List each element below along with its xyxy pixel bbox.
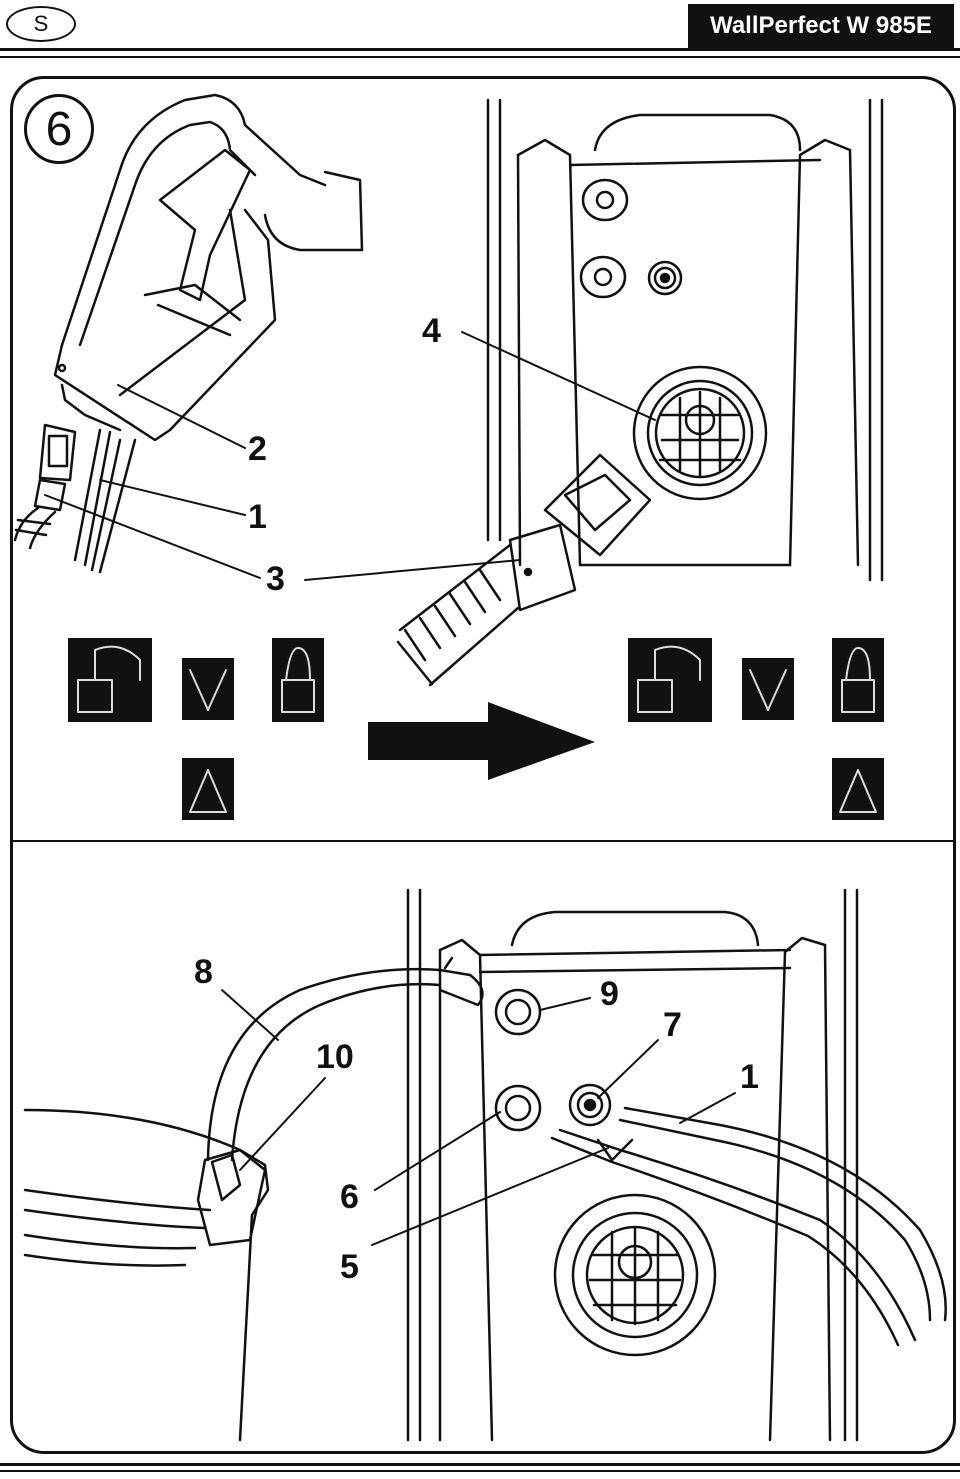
product-title: WallPerfect W 985E bbox=[688, 4, 954, 48]
footer-rule-thin bbox=[0, 1470, 960, 1472]
callout-1: 1 bbox=[248, 498, 267, 536]
spray-gun-drawing bbox=[13, 93, 364, 574]
callout-6: 6 bbox=[340, 1178, 359, 1216]
lock-icons-left bbox=[68, 638, 324, 820]
machine-top-drawing bbox=[486, 98, 884, 582]
callout-2: 2 bbox=[248, 430, 267, 468]
language-badge: S bbox=[6, 6, 76, 42]
instruction-frame bbox=[10, 76, 956, 1454]
machine-bottom-drawing bbox=[406, 888, 859, 1442]
callout-8: 8 bbox=[194, 953, 213, 991]
callout-1-bottom: 1 bbox=[740, 1058, 759, 1096]
callout-10: 10 bbox=[316, 1038, 354, 1076]
suction-hose-drawing bbox=[206, 956, 484, 1162]
header-rule-thin bbox=[0, 56, 960, 58]
callout-4: 4 bbox=[422, 312, 441, 350]
lock-glyphs bbox=[77, 645, 877, 813]
callout-3: 3 bbox=[266, 560, 285, 598]
page-header: S WallPerfect W 985E bbox=[0, 0, 960, 60]
step-number-badge: 6 bbox=[24, 94, 94, 164]
callout-5: 5 bbox=[340, 1248, 359, 1286]
lock-icons-right bbox=[628, 638, 884, 820]
callout-7: 7 bbox=[663, 1006, 682, 1044]
callout-9: 9 bbox=[600, 975, 619, 1013]
arrow-right-icon bbox=[368, 702, 595, 780]
header-rule bbox=[0, 48, 960, 51]
pressure-hose-drawing bbox=[550, 1106, 947, 1347]
panel-divider bbox=[12, 840, 954, 842]
top-leader-lines bbox=[44, 331, 656, 581]
footer-rule bbox=[0, 1463, 960, 1466]
hose-connector-drawing bbox=[396, 453, 652, 687]
bottom-leader-lines bbox=[221, 989, 736, 1246]
